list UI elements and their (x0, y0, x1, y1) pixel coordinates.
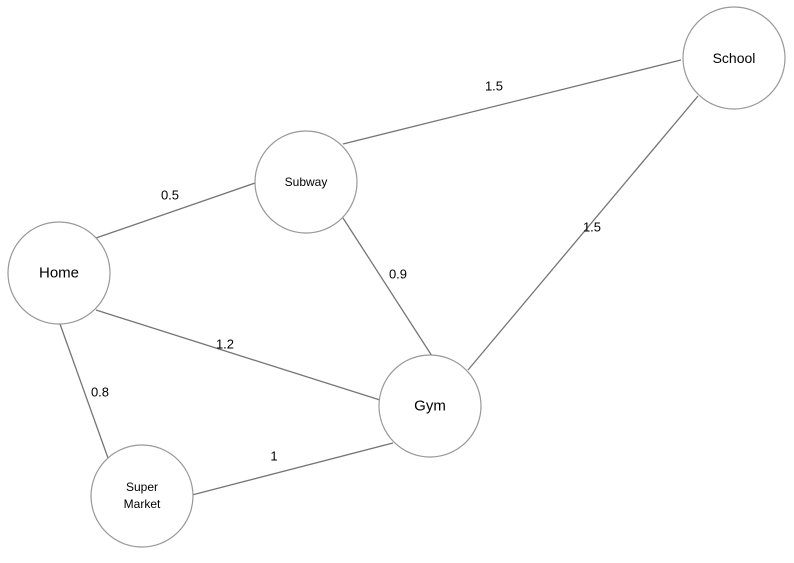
node-label-line: Super (126, 480, 158, 494)
node-home[interactable] (7, 221, 111, 325)
edge-school-gym[interactable] (467, 95, 699, 371)
edge-home-gym[interactable] (95, 309, 381, 401)
node-label-subway: Subway (285, 175, 328, 189)
edge-weight-home-gym: 1.2 (216, 337, 234, 352)
edge-subway-school[interactable] (342, 59, 682, 145)
edge-home-subway[interactable] (95, 182, 256, 239)
edge-weight-subway-gym: 0.9 (389, 267, 407, 282)
edge-weight-home-supermarket: 0.8 (91, 385, 109, 400)
edge-supermarket-gym[interactable] (191, 442, 394, 496)
edge-weight-home-subway: 0.5 (161, 188, 179, 203)
node-supermarket[interactable] (90, 444, 194, 548)
edge-weight-school-gym: 1.5 (583, 220, 601, 235)
node-subway[interactable] (254, 130, 358, 234)
node-label-school: School (713, 50, 756, 66)
node-gym[interactable] (378, 354, 482, 458)
edge-weight-supermarket-gym: 1 (270, 449, 277, 464)
node-label-gym: Gym (414, 398, 446, 415)
edge-home-supermarket[interactable] (59, 323, 109, 459)
node-label-line: Market (124, 497, 161, 511)
node-label-home: Home (39, 265, 79, 282)
node-school[interactable] (682, 6, 786, 110)
edge-subway-gym[interactable] (342, 217, 433, 357)
edge-weight-subway-school: 1.5 (485, 79, 503, 94)
